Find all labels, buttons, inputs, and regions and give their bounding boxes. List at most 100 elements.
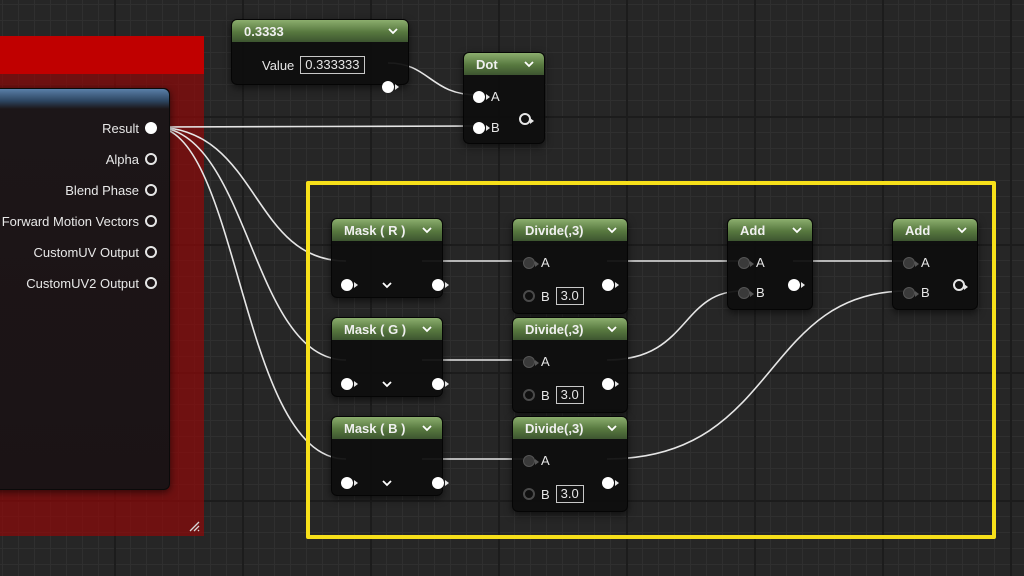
dot-input-a-pin[interactable] <box>473 90 490 103</box>
divide-node-header[interactable]: Divide(,3) <box>513 318 627 340</box>
chevron-down-icon[interactable] <box>607 423 617 433</box>
divide-node-header[interactable]: Divide(,3) <box>513 417 627 439</box>
pin-row-customuv2-output[interactable]: CustomUV2 Output <box>26 275 157 291</box>
pin-label: B <box>756 285 765 300</box>
node-title: Divide(,3) <box>525 222 584 238</box>
mask-node-header[interactable]: Mask ( G ) <box>332 318 442 340</box>
pin-row-customuv-output[interactable]: CustomUV Output <box>34 244 157 260</box>
resize-grip-icon[interactable] <box>188 520 200 532</box>
material-output-header[interactable] <box>0 36 204 74</box>
divide-pin-a-row[interactable]: A <box>523 453 550 468</box>
mask-output-pin[interactable] <box>432 378 450 390</box>
divide-node-3[interactable]: Divide(,3) A B 3.0 <box>512 416 628 512</box>
result-node[interactable]: Result Alpha Blend Phase Forward Motion … <box>0 88 170 490</box>
divide-pin-b-row[interactable]: B 3.0 <box>523 485 584 503</box>
divide-node-header[interactable]: Divide(,3) <box>513 219 627 241</box>
expand-chevron-icon[interactable] <box>382 380 392 388</box>
add-node-2[interactable]: Add A B <box>892 218 978 310</box>
chevron-down-icon[interactable] <box>524 59 534 69</box>
node-title: Divide(,3) <box>525 321 584 337</box>
pin-blend-phase[interactable] <box>145 184 157 196</box>
divide-b-value-field[interactable]: 3.0 <box>555 287 584 305</box>
pin-customuv-output[interactable] <box>145 246 157 258</box>
pin-label: B <box>541 288 550 304</box>
mask-r-node[interactable]: Mask ( R ) <box>331 218 450 298</box>
divide-pin-a-row[interactable]: A <box>523 354 550 369</box>
add-pin-b-row[interactable]: B <box>903 285 930 300</box>
divide-input-a-pin[interactable] <box>523 454 539 467</box>
mask-node-header[interactable]: Mask ( R ) <box>332 219 442 241</box>
add-node-header[interactable]: Add <box>728 219 812 241</box>
mask-input-pin[interactable] <box>341 477 358 489</box>
constant-output-pin[interactable] <box>382 81 399 93</box>
chevron-down-icon[interactable] <box>957 225 967 235</box>
mask-input-pin[interactable] <box>341 279 358 291</box>
add-output-pin[interactable] <box>788 279 805 291</box>
divide-pin-b-row[interactable]: B 3.0 <box>523 386 584 404</box>
pin-label: Result <box>102 120 139 136</box>
dot-node[interactable]: Dot A B <box>463 52 545 144</box>
divide-pin-a-row[interactable]: A <box>523 255 550 270</box>
expand-chevron-icon[interactable] <box>382 281 392 289</box>
node-title: Add <box>905 222 931 238</box>
pin-result[interactable] <box>145 122 157 134</box>
pin-label: A <box>541 453 550 468</box>
pin-alpha[interactable] <box>145 153 157 165</box>
pin-forward-motion-vectors[interactable] <box>145 215 157 227</box>
divide-output-pin[interactable] <box>602 279 619 291</box>
chevron-down-icon[interactable] <box>422 324 432 334</box>
add-input-b-pin[interactable] <box>738 286 754 299</box>
add-output-pin[interactable] <box>953 279 968 291</box>
add-input-a-pin[interactable] <box>903 256 919 269</box>
value-label: Value <box>262 57 295 73</box>
mask-g-node[interactable]: Mask ( G ) <box>331 317 450 397</box>
expand-chevron-icon[interactable] <box>382 479 392 487</box>
divide-node-1[interactable]: Divide(,3) A B 3.0 <box>512 218 628 314</box>
divide-b-value-field[interactable]: 3.0 <box>555 386 584 404</box>
divide-input-b-pin[interactable] <box>523 389 535 401</box>
value-field[interactable]: 0.333333 <box>300 56 365 74</box>
constant-node-header[interactable]: 0.3333 <box>232 20 408 42</box>
constant-node[interactable]: 0.3333 Value 0.333333 <box>231 19 409 93</box>
add-input-b-pin[interactable] <box>903 286 919 299</box>
chevron-down-icon[interactable] <box>388 26 398 36</box>
pin-row-forward-motion-vectors[interactable]: Forward Motion Vectors <box>2 213 157 229</box>
dot-input-b-pin[interactable] <box>473 121 490 134</box>
divide-input-a-pin[interactable] <box>523 355 539 368</box>
add-pin-b-row[interactable]: B <box>738 285 765 300</box>
mask-b-node[interactable]: Mask ( B ) <box>331 416 450 496</box>
pin-row-blend-phase[interactable]: Blend Phase <box>65 182 157 198</box>
add-node-1[interactable]: Add A B <box>727 218 813 310</box>
chevron-down-icon[interactable] <box>607 324 617 334</box>
mask-output-pin[interactable] <box>432 477 450 489</box>
pin-row-alpha[interactable]: Alpha <box>106 151 157 167</box>
mask-output-pin[interactable] <box>432 279 450 291</box>
divide-b-value-field[interactable]: 3.0 <box>555 485 584 503</box>
divide-input-b-pin[interactable] <box>523 488 535 500</box>
dot-node-header[interactable]: Dot <box>464 53 544 75</box>
add-pin-a-row[interactable]: A <box>903 255 930 270</box>
chevron-down-icon[interactable] <box>607 225 617 235</box>
dot-pin-a-row[interactable]: A <box>473 89 500 104</box>
chevron-down-icon[interactable] <box>792 225 802 235</box>
add-node-header[interactable]: Add <box>893 219 977 241</box>
mask-input-pin[interactable] <box>341 378 358 390</box>
add-pin-a-row[interactable]: A <box>738 255 765 270</box>
pin-customuv2-output[interactable] <box>145 277 157 289</box>
mask-node-header[interactable]: Mask ( B ) <box>332 417 442 439</box>
divide-output-pin[interactable] <box>602 378 619 390</box>
chevron-down-icon[interactable] <box>422 225 432 235</box>
dot-output-pin[interactable] <box>519 113 534 125</box>
divide-input-a-pin[interactable] <box>523 256 539 269</box>
pin-row-result[interactable]: Result <box>102 120 157 136</box>
divide-node-2[interactable]: Divide(,3) A B 3.0 <box>512 317 628 413</box>
dot-pin-b-row[interactable]: B <box>473 120 500 135</box>
pin-label: B <box>541 387 550 403</box>
divide-pin-b-row[interactable]: B 3.0 <box>523 287 584 305</box>
divide-input-b-pin[interactable] <box>523 290 535 302</box>
value-row: Value 0.333333 <box>262 56 365 74</box>
divide-output-pin[interactable] <box>602 477 619 489</box>
chevron-down-icon[interactable] <box>422 423 432 433</box>
node-title: Mask ( G ) <box>344 321 407 337</box>
add-input-a-pin[interactable] <box>738 256 754 269</box>
